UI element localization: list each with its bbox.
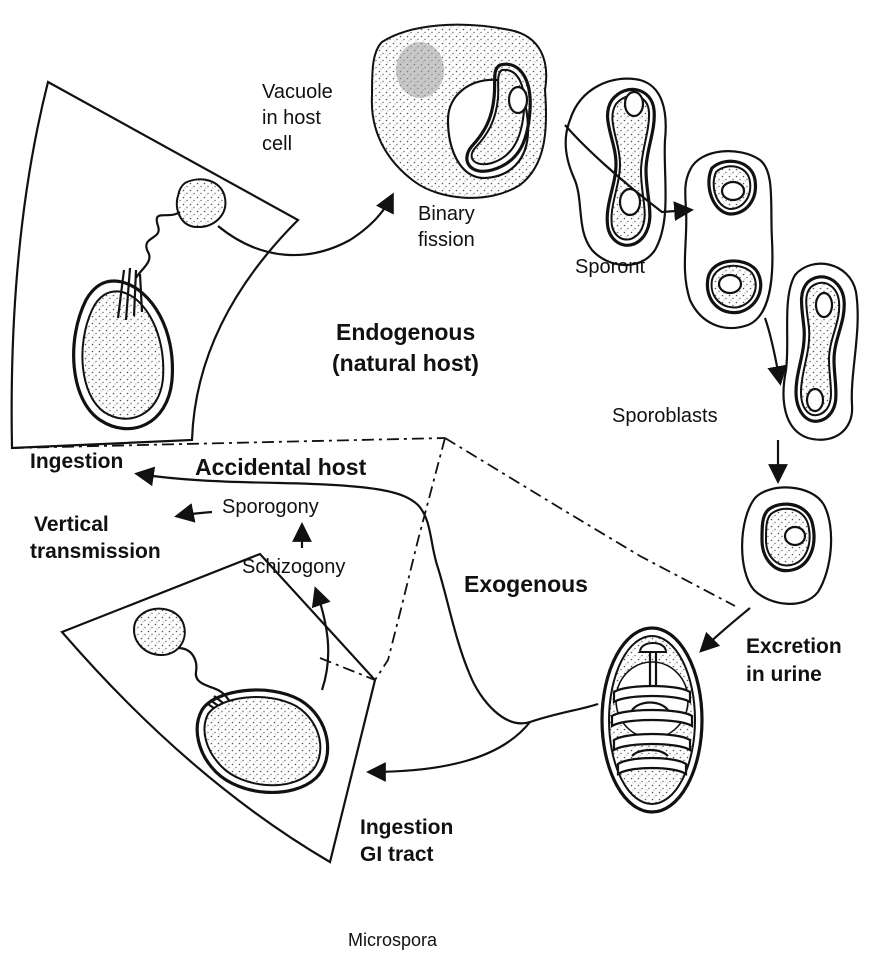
binary-fission-label: Binary fission xyxy=(418,203,480,251)
host-cell-with-vacuole-icon xyxy=(372,25,546,198)
schizogony-label: Schizogony xyxy=(242,556,345,578)
sporogony-label: Sporogony xyxy=(222,496,319,518)
vertical-transmission-label: Vertical transmission xyxy=(30,513,161,563)
sporont-icon xyxy=(566,79,666,265)
sporoblasts-label: Sporoblasts xyxy=(612,405,718,427)
ingestion-gi-label: Ingestion GI tract xyxy=(360,816,459,866)
excretion-label: Excretion in urine xyxy=(746,635,848,686)
sporont-label: Sporont xyxy=(575,256,645,278)
spore-in-accidental-host-icon xyxy=(134,609,328,793)
figure-caption: Microspora xyxy=(348,930,438,950)
vacuole-label: Vacuole in host cell xyxy=(262,81,338,155)
sporoblast-pair-icon xyxy=(685,151,773,328)
ingestion-label: Ingestion xyxy=(30,450,123,473)
exogenous-label: Exogenous xyxy=(464,571,588,597)
sporoblast-elongated-icon xyxy=(784,264,858,440)
mature-spore-with-coiled-polar-tube-icon xyxy=(602,628,702,812)
sporoblast-icon xyxy=(742,487,831,603)
accidental-host-label: Accidental host xyxy=(195,454,367,480)
endogenous-label: Endogenous (natural host) xyxy=(332,319,482,376)
spore-with-extruded-polar-tube-icon xyxy=(74,179,226,428)
